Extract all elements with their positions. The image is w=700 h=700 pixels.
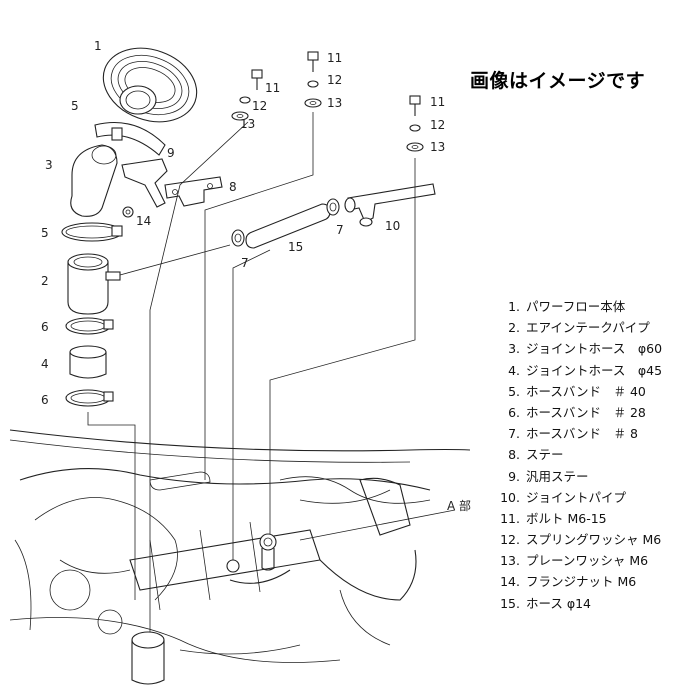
callout-13-c: 13 bbox=[430, 140, 446, 154]
callout-5-upper: 5 bbox=[71, 99, 79, 113]
list-item: 1.パワーフロー本体 bbox=[508, 299, 626, 314]
callout-3: 3 bbox=[45, 158, 53, 172]
part-9-general-stay bbox=[121, 158, 168, 208]
list-item: 3.ジョイントホース φ60 bbox=[508, 341, 663, 357]
part-6-hose-band-lower bbox=[65, 389, 114, 407]
part-3-elbow-hose bbox=[70, 144, 118, 217]
callout-9: 9 bbox=[167, 146, 175, 160]
list-item: 7.ホースバンド ＃ 8 bbox=[508, 426, 638, 442]
list-item: 13.プレーンワッシャ M6 bbox=[500, 553, 649, 569]
callout-13-a: 13 bbox=[240, 117, 256, 131]
callout-10: 10 bbox=[385, 219, 401, 233]
callout-12-b: 12 bbox=[327, 73, 343, 87]
callout-1: 1 bbox=[94, 39, 102, 53]
leader-lines bbox=[87, 112, 456, 640]
part-2-air-intake-pipe bbox=[67, 253, 121, 315]
hardware-group-c bbox=[406, 95, 424, 152]
image-notice: 画像はイメージです bbox=[470, 70, 646, 92]
callout-14: 14 bbox=[136, 214, 152, 228]
list-item: 8.ステー bbox=[508, 447, 564, 463]
part-4-joint-hose bbox=[69, 345, 107, 379]
callout-11-b: 11 bbox=[327, 51, 343, 65]
part-5-hose-band-lower bbox=[61, 222, 123, 242]
parts-list: 1.パワーフロー本体 2.エアインテークパイプ 3.ジョイントホース φ60 4… bbox=[494, 296, 662, 614]
part-14-flange-nut bbox=[122, 206, 134, 218]
part-5-hose-band-upper bbox=[94, 121, 166, 156]
list-item: 5.ホースバンド ＃ 40 bbox=[508, 383, 646, 399]
part-1-air-filter bbox=[102, 47, 198, 123]
callout-11-c: 11 bbox=[430, 95, 446, 109]
callout-11-a: 11 bbox=[265, 81, 281, 95]
callout-7-left: 7 bbox=[241, 256, 249, 270]
callout-4: 4 bbox=[41, 357, 49, 371]
callout-5-lower: 5 bbox=[41, 226, 49, 240]
callout-6-lower: 6 bbox=[41, 393, 49, 407]
list-item: 15.ホース φ14 bbox=[500, 595, 592, 611]
callout-15: 15 bbox=[288, 240, 304, 254]
list-item: 6.ホースバンド ＃ 28 bbox=[508, 404, 646, 420]
list-item: 10.ジョイントパイプ bbox=[500, 489, 627, 505]
callout-8: 8 bbox=[229, 180, 237, 194]
hardware-group-b bbox=[304, 51, 322, 108]
list-item: 9.汎用ステー bbox=[508, 468, 589, 484]
hardware-group-a bbox=[231, 69, 263, 121]
part-10-joint-pipe bbox=[344, 183, 436, 227]
list-item: 4.ジョイントホース φ45 bbox=[508, 362, 663, 378]
engine-bay-illustration bbox=[9, 429, 471, 685]
callout-6-upper: 6 bbox=[41, 320, 49, 334]
callout-7-right: 7 bbox=[336, 223, 344, 237]
part-7-hose-band-left bbox=[231, 229, 245, 247]
callout-a-section: A 部 bbox=[447, 499, 472, 513]
callout-12-c: 12 bbox=[430, 118, 446, 132]
part-8-stay bbox=[164, 176, 223, 207]
list-item: 14.フランジナット M6 bbox=[500, 574, 637, 590]
list-item: 2.エアインテークパイプ bbox=[508, 320, 650, 336]
callout-2: 2 bbox=[41, 274, 49, 288]
callout-12-a: 12 bbox=[252, 99, 268, 113]
list-item: 11.ボルト M6-15 bbox=[500, 510, 607, 526]
part-6-hose-band-upper bbox=[65, 317, 114, 335]
list-item: 12.スプリングワッシャ M6 bbox=[500, 532, 662, 548]
callout-13-b: 13 bbox=[327, 96, 343, 110]
part-7-hose-band-right bbox=[326, 198, 340, 216]
